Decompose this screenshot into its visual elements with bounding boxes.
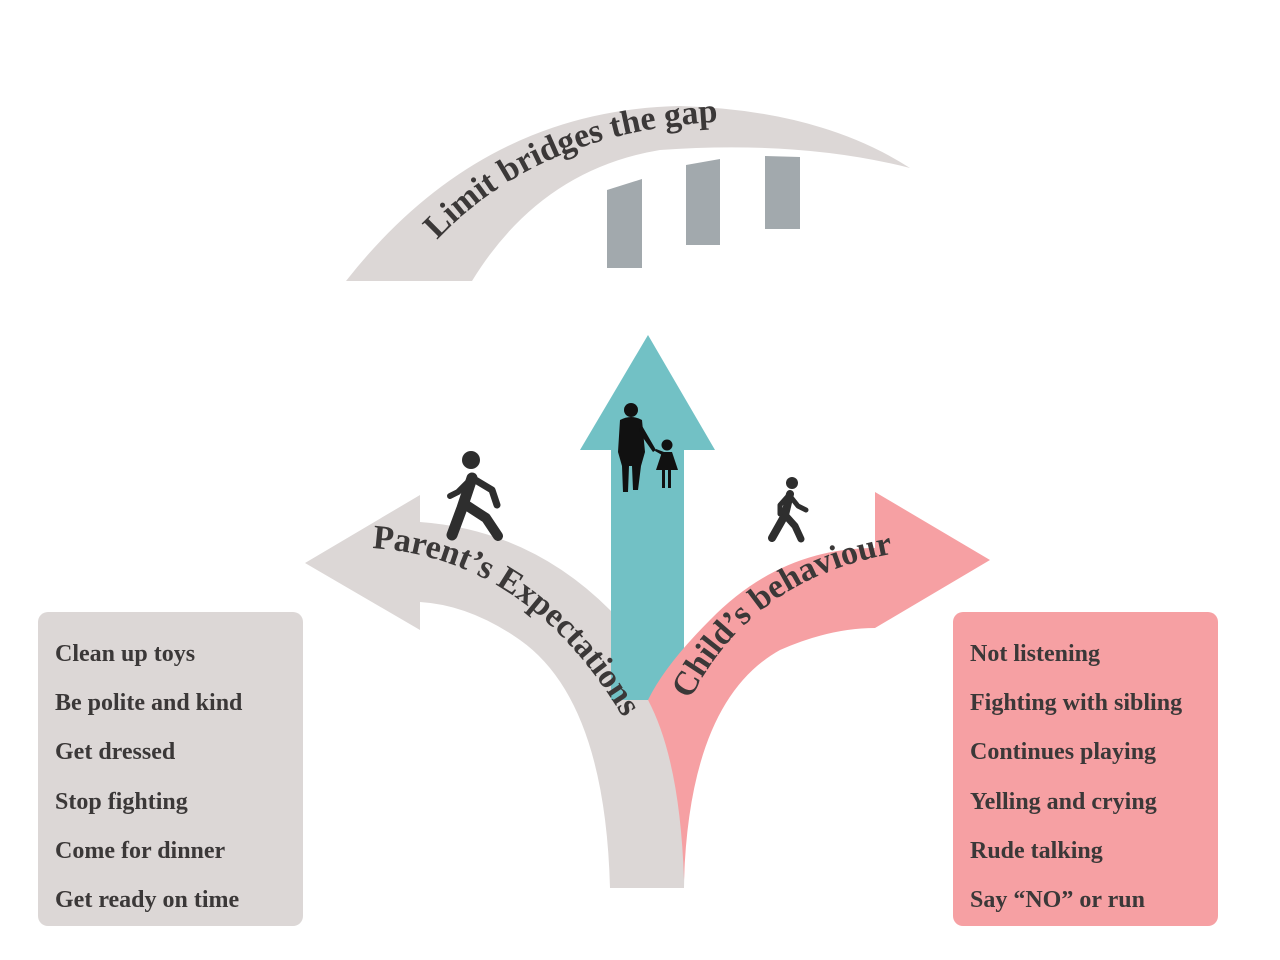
bridge-arc — [346, 106, 910, 281]
limit-arrow — [580, 335, 715, 700]
arrow-overlap — [640, 700, 684, 888]
bridge-pillars — [607, 156, 800, 268]
list-item: Not listening — [970, 641, 1101, 667]
parent-expectations-arrow — [305, 495, 685, 888]
walking-adult-icon — [446, 451, 503, 541]
list-item: Be polite and kind — [55, 690, 243, 717]
list-item: Get ready on time — [55, 886, 240, 913]
list-item: Say “NO” or run — [970, 886, 1145, 913]
list-item: Come for dinner — [55, 837, 226, 864]
child-behaviour-list: Not listening Fighting with sibling Cont… — [953, 612, 1218, 926]
list-item: Yelling and crying — [970, 788, 1157, 815]
list-item: Continues playing — [970, 739, 1157, 766]
parent-child-holding-hands-icon — [618, 403, 678, 492]
list-item: Clean up toys — [55, 641, 196, 667]
list-item: Get dressed — [55, 739, 176, 766]
walking-child-icon — [768, 477, 809, 543]
parent-expectations-list: Clean up toys Be polite and kind Get dre… — [38, 612, 303, 926]
list-item: Stop fighting — [55, 788, 188, 815]
list-item: Fighting with sibling — [970, 690, 1183, 717]
child-behaviour-arrow — [648, 492, 990, 880]
list-item: Rude talking — [970, 837, 1103, 864]
